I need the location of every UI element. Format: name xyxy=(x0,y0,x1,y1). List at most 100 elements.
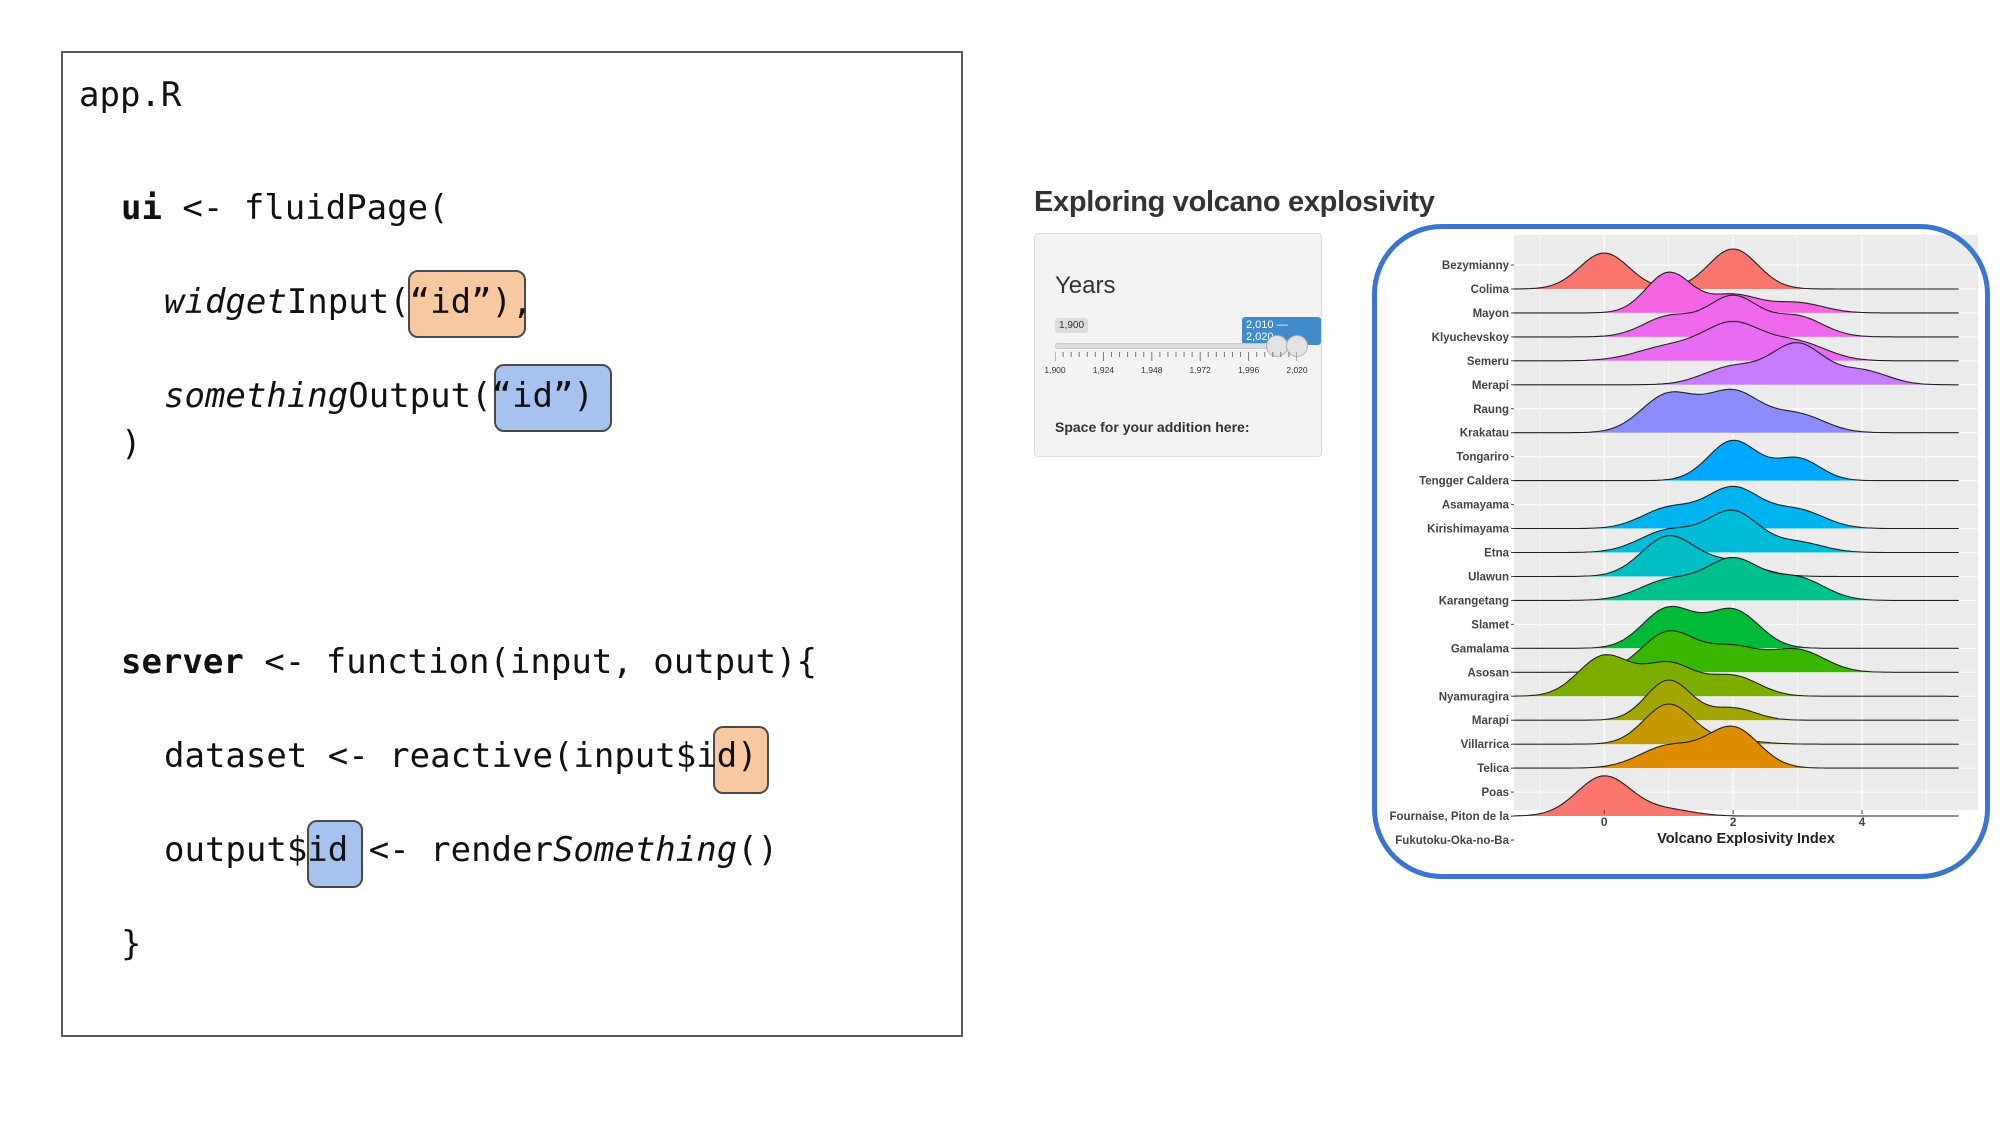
highlight-dataset-id xyxy=(713,726,769,794)
y-tick-label: Colima xyxy=(1471,284,1510,296)
y-tick-label: Poas xyxy=(1482,787,1510,799)
slider-label: Years xyxy=(1055,272,1116,299)
ridge-outline xyxy=(1514,679,1959,721)
x-tick-label: 4 xyxy=(1859,815,1866,829)
slider-tick-label: 1,972 xyxy=(1189,365,1211,375)
slider-tick-label: 1,900 xyxy=(1044,365,1066,375)
code-render-line: output$id <- renderSomething() xyxy=(164,830,778,870)
render-pre: output$ xyxy=(164,830,308,870)
ridge-outline xyxy=(1514,485,1959,530)
ridge-area xyxy=(1514,249,1959,289)
y-tick-label: Marapi xyxy=(1472,715,1509,727)
y-tick-label: Kirishimayama xyxy=(1427,524,1509,536)
server-keyword: server xyxy=(121,642,244,682)
widget-tail: , xyxy=(512,282,533,322)
ridge-outline xyxy=(1513,775,1959,817)
y-tick-label: Bezymianny xyxy=(1442,260,1510,272)
code-panel xyxy=(61,51,963,1037)
ui-keyword: ui xyxy=(121,188,162,228)
highlight-render-id xyxy=(307,820,363,888)
y-tick-label: Etna xyxy=(1484,548,1510,560)
x-tick-label: 0 xyxy=(1601,815,1608,829)
placeholder-text: Space for your addition here: xyxy=(1055,419,1250,435)
ridge-area xyxy=(1514,389,1959,433)
dataset-pre: dataset <- reactive(input$ xyxy=(164,736,697,776)
code-widget-line: widgetInput(“id”), xyxy=(164,282,533,322)
ridge-area xyxy=(1514,440,1959,481)
ridge-outline xyxy=(1514,509,1959,554)
y-tick-label: Ulawun xyxy=(1468,571,1509,583)
slider-tick-label: 1,924 xyxy=(1092,365,1115,375)
code-server-line: server <- function(input, output){ xyxy=(121,642,817,682)
slider-ticks xyxy=(1055,352,1297,361)
render-italic: Something xyxy=(552,830,738,870)
output-arg: (“id”) xyxy=(471,376,594,416)
code-ui-line: ui <- fluidPage( xyxy=(121,188,449,228)
app-title: Exploring volcano explosivity xyxy=(1034,186,1435,218)
highlight-output-id xyxy=(494,364,612,432)
ridge-area xyxy=(1514,775,1959,816)
y-tick-label: Karangetang xyxy=(1439,595,1509,607)
highlight-input-id xyxy=(408,270,526,338)
ridge-outline xyxy=(1514,320,1959,362)
output-normal: Output xyxy=(348,376,472,416)
y-tick-label: Mayon xyxy=(1473,308,1509,320)
dataset-post: ) xyxy=(737,736,758,776)
ridgeline-chart: BezymiannyColimaMayonKlyuchevskoySemeruM… xyxy=(1390,235,1978,847)
x-tick-label: 2 xyxy=(1730,815,1737,829)
y-tick-label: Asosan xyxy=(1467,667,1509,679)
code-filename: app.R xyxy=(79,75,182,115)
ridge-area xyxy=(1514,321,1959,361)
y-tick-label: Villarrica xyxy=(1461,739,1510,751)
output-italic: something xyxy=(164,376,349,416)
slider-min-badge: 1,900 xyxy=(1055,318,1089,333)
y-tick-label: Tengger Caldera xyxy=(1419,476,1509,488)
ridge-outline xyxy=(1514,388,1959,434)
code-close-brace: } xyxy=(121,924,142,964)
ridge-area xyxy=(1514,486,1959,529)
ridge-outline xyxy=(1514,439,1959,482)
ridge-area xyxy=(1514,606,1959,649)
render-mid: <- render xyxy=(348,830,553,870)
dataset-id: id xyxy=(696,736,738,776)
y-tick-label: Klyuchevskoy xyxy=(1432,332,1510,344)
slider-tick-label: 2,020 xyxy=(1286,365,1308,375)
y-tick-label: Merapi xyxy=(1472,380,1509,392)
render-id: id xyxy=(307,830,349,870)
ridge-outline xyxy=(1514,725,1959,769)
ridge-area xyxy=(1514,726,1959,769)
widget-italic: widget xyxy=(164,282,287,322)
ridge-outline xyxy=(1514,248,1959,290)
slider-handle-high[interactable] xyxy=(1286,335,1308,357)
code-dataset-line: dataset <- reactive(input$id) xyxy=(164,736,758,776)
render-post: () xyxy=(737,830,779,870)
year-range-slider[interactable] xyxy=(1055,343,1298,349)
ridge-outline xyxy=(1514,294,1959,338)
x-axis-label: Volcano Explosivity Index xyxy=(1657,831,1835,847)
ridge-area xyxy=(1514,680,1959,721)
ui-rest: <- fluidPage( xyxy=(161,188,449,228)
y-tick-label: Tongariro xyxy=(1456,452,1509,464)
ridge-outline xyxy=(1514,605,1959,649)
slider-tick-label: 1,996 xyxy=(1237,365,1260,375)
ridge-outline xyxy=(1514,271,1959,314)
y-tick-label: Nyamuragira xyxy=(1439,691,1510,703)
widget-normal: Input xyxy=(286,282,390,322)
y-tick-label: Telica xyxy=(1477,763,1509,775)
chart-highlight-frame xyxy=(1372,224,1990,879)
y-tick-label: Semeru xyxy=(1467,356,1509,368)
widget-arg: (“id”) xyxy=(389,282,513,322)
y-tick-label: Raung xyxy=(1473,404,1509,416)
ridge-outline xyxy=(1514,556,1959,601)
ridge-outline xyxy=(1513,654,1959,697)
server-rest: <- function(input, output){ xyxy=(243,642,817,682)
ridge-area xyxy=(1514,342,1959,385)
ridge-area xyxy=(1514,535,1959,577)
code-output-line: somethingOutput(“id”) xyxy=(164,376,594,416)
y-tick-label: Asamayama xyxy=(1442,500,1510,512)
ridge-area xyxy=(1514,295,1959,337)
ridge-area xyxy=(1514,557,1959,601)
ridge-outline xyxy=(1514,342,1959,386)
